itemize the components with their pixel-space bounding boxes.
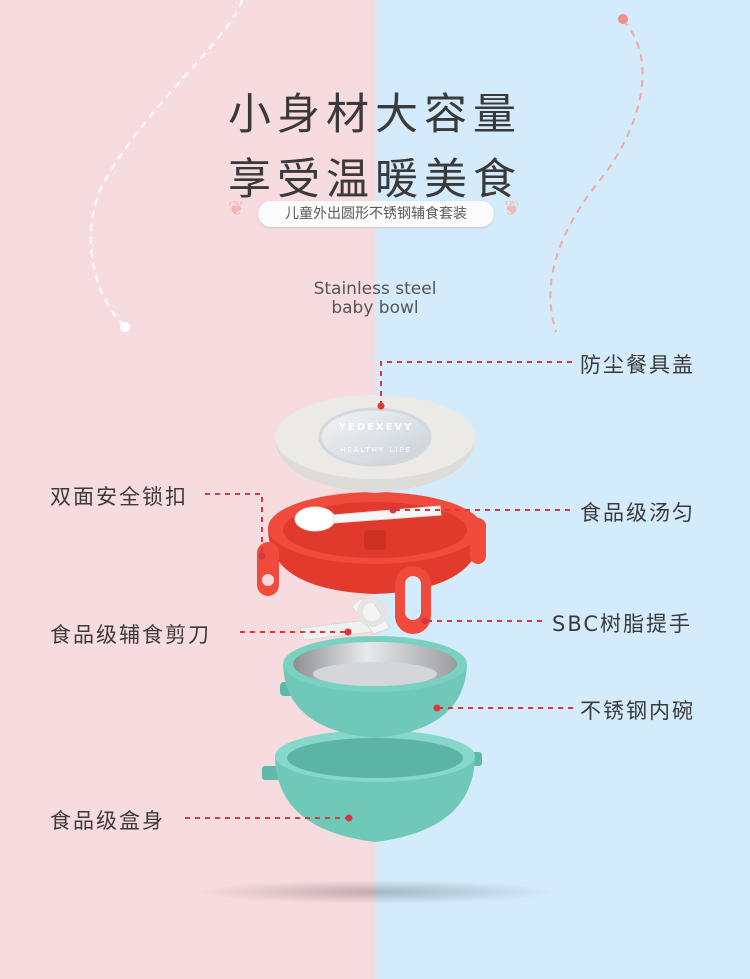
callout-stainless-inner-bowl: 不锈钢内碗 [580,699,695,723]
product-name-en-line-1: Stainless steel [313,279,437,299]
callout-food-scissors: 食品级辅食剪刀 [50,623,211,647]
leader-lines [185,361,574,819]
feeding-spoon [294,505,442,532]
leader-dots [258,402,441,822]
headline-line-2: 享受温暖美食 [228,155,522,205]
subtitle-pill: 儿童外出圆形不锈钢辅食套装 [258,201,494,227]
headline-line-1: 小身材大容量 [228,90,522,140]
angel-wing-icon: ❦ [228,196,245,220]
callout-double-lock: 双面安全锁扣 [50,485,188,509]
callout-food-grade-spoon: 食品级汤匀 [580,501,695,525]
dust-proof-lid: YEDEXEVY HEALTHY LIFE [275,395,475,493]
callout-dust-proof-lid: 防尘餐具盖 [580,353,695,377]
product-name-en-line-2: baby bowl [331,298,419,318]
lid-brand-text: YEDEXEVY [338,422,414,433]
callout-box-body: 食品级盒身 [50,809,165,833]
callout-sbc-handle: SBC树脂提手 [552,612,693,636]
stainless-inner-bowl [280,636,467,738]
food-scissors [299,597,391,641]
lid-slogan-text: HEALTHY LIFE [340,446,412,454]
box-body [262,730,482,842]
